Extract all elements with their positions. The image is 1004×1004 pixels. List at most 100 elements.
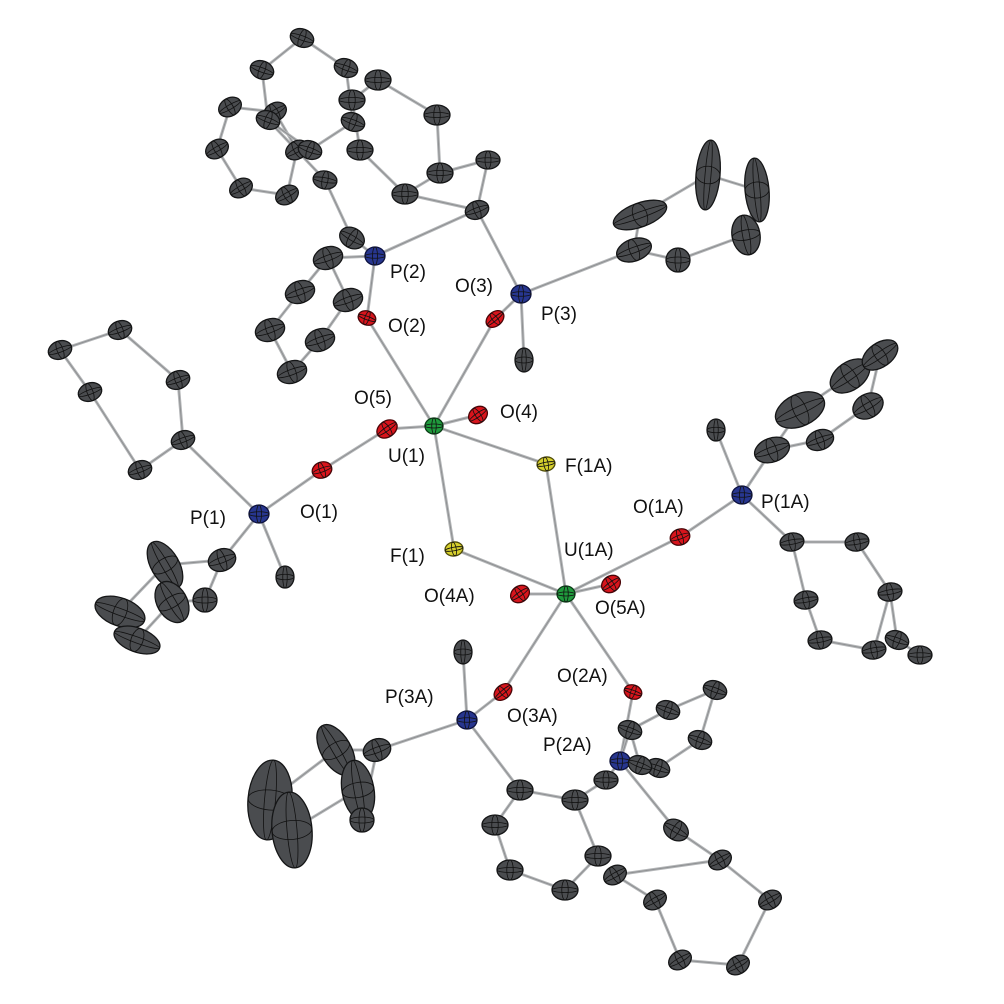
label-o2: O(2) bbox=[388, 316, 426, 337]
bond-O1-P1 bbox=[258, 469, 323, 515]
carbon-atom-ri3 bbox=[687, 729, 713, 751]
carbon-atom-re1 bbox=[77, 381, 103, 403]
label-o4a: O(4A) bbox=[424, 586, 475, 607]
carbon-atom-c13 bbox=[453, 639, 473, 665]
carbon-atom-rd3 bbox=[276, 359, 308, 385]
label-p2a: P(2A) bbox=[543, 735, 592, 756]
bond-U1A-F1A bbox=[545, 463, 567, 595]
carbon-atom-rc0 bbox=[364, 69, 392, 91]
carbon-atom-ra1 bbox=[205, 138, 229, 160]
label-o1: O(1) bbox=[300, 502, 338, 523]
bond-O2-P2 bbox=[366, 255, 376, 319]
bond-U1-O2 bbox=[366, 317, 435, 427]
bond-P1A-rf0 bbox=[741, 494, 793, 543]
carbon-atom-rg5 bbox=[481, 814, 509, 836]
carbon-atom-tr4 bbox=[852, 392, 884, 420]
fluorine-atom-F1 bbox=[444, 541, 464, 557]
oxygen-atom-O4A bbox=[509, 584, 531, 604]
carbon-atom-c12 bbox=[907, 645, 933, 665]
carbon-atom-ra2 bbox=[229, 177, 253, 199]
carbon-atom-rb0 bbox=[289, 27, 315, 49]
carbon-atom-rb2 bbox=[340, 111, 366, 133]
label-o4: O(4) bbox=[500, 402, 538, 423]
carbon-atom-c9 bbox=[706, 418, 726, 442]
bond-rh5-rh0 bbox=[614, 859, 721, 876]
carbon-atom-rh3 bbox=[726, 954, 750, 976]
carbon-atom-rg3 bbox=[551, 879, 579, 901]
oxygen-atom-O1 bbox=[311, 461, 333, 479]
carbon-atom-rh0 bbox=[603, 864, 627, 886]
oxygen-atom-O1A bbox=[669, 528, 691, 546]
phosphorus-atom-P3A bbox=[456, 710, 478, 730]
carbon-atom-rd0 bbox=[312, 245, 344, 271]
label-p3a: P(3A) bbox=[385, 687, 434, 708]
oxygen-atom-O2 bbox=[357, 310, 377, 326]
carbon-atom-tr3 bbox=[861, 339, 899, 371]
carbon-atom-td3 bbox=[744, 157, 770, 223]
carbon-atom-rf1 bbox=[844, 532, 870, 552]
carbon-atom-re5 bbox=[107, 319, 133, 341]
carbon-atom-rf0 bbox=[779, 532, 805, 552]
bond-U1A-O3A bbox=[502, 593, 567, 693]
carbon-atom-ri2 bbox=[702, 679, 728, 701]
label-p2: P(2) bbox=[390, 262, 426, 283]
carbon-atom-ri1 bbox=[655, 699, 681, 721]
phosphorus-atom-P2 bbox=[364, 246, 386, 266]
carbon-atom-td4 bbox=[731, 214, 761, 256]
carbon-atom-c8 bbox=[207, 547, 237, 573]
oxygen-atom-O5A bbox=[600, 574, 622, 594]
carbon-atom-re4 bbox=[165, 369, 191, 391]
carbon-atom-re2 bbox=[127, 459, 153, 481]
carbon-atom-rd1 bbox=[332, 287, 364, 313]
label-p1a: P(1A) bbox=[761, 492, 810, 513]
atom-layer bbox=[47, 27, 933, 976]
bond-P3A-c14 bbox=[376, 719, 468, 751]
bond-re1-re2 bbox=[89, 391, 141, 471]
carbon-atom-rb5 bbox=[249, 59, 275, 81]
carbon-atom-rc2 bbox=[426, 162, 454, 184]
label-o1a: O(1A) bbox=[633, 497, 684, 518]
bond-O1A-P1A bbox=[679, 494, 743, 538]
bond-rh1-rh2 bbox=[654, 899, 681, 961]
label-o5: O(5) bbox=[354, 388, 392, 409]
carbon-atom-rh1 bbox=[643, 889, 667, 911]
bond-c3-P2 bbox=[374, 209, 478, 257]
carbon-atom-rd5 bbox=[284, 279, 316, 305]
label-u1: U(1) bbox=[388, 446, 425, 467]
carbon-atom-tb1 bbox=[316, 723, 356, 777]
bond-P1-c7 bbox=[258, 513, 286, 578]
carbon-atom-rc4 bbox=[346, 139, 374, 161]
carbon-atom-c6 bbox=[616, 237, 652, 263]
label-o2a: O(2A) bbox=[557, 666, 608, 687]
bond-P3A-rg0 bbox=[466, 719, 521, 791]
carbon-atom-rg0 bbox=[506, 779, 534, 801]
phosphorus-atom-P3 bbox=[510, 284, 532, 304]
oxygen-atom-O5 bbox=[376, 419, 398, 439]
bond-re3-P1 bbox=[182, 439, 260, 515]
carbon-atom-c11 bbox=[884, 629, 910, 651]
carbon-atom-tr1 bbox=[774, 391, 826, 429]
carbon-atom-rb3 bbox=[297, 139, 323, 161]
phosphorus-atom-P1A bbox=[731, 485, 753, 505]
carbon-atom-rb4 bbox=[255, 109, 281, 131]
carbon-atom-td2 bbox=[695, 139, 721, 211]
carbon-atom-c5 bbox=[514, 347, 534, 373]
carbon-atom-tb3 bbox=[271, 791, 313, 869]
label-p3: P(3) bbox=[541, 304, 577, 325]
bond-U1-F1 bbox=[433, 425, 455, 550]
carbon-atom-ra0 bbox=[218, 96, 242, 118]
carbon-atom-rc1 bbox=[423, 104, 451, 126]
carbon-atom-rh2 bbox=[668, 949, 692, 971]
carbon-atom-rf4 bbox=[807, 630, 833, 650]
bond-re3-re4 bbox=[177, 379, 184, 441]
carbon-atom-ri5 bbox=[627, 754, 653, 776]
carbon-atom-c2 bbox=[339, 226, 365, 250]
phosphorus-atom-P2A bbox=[609, 751, 631, 771]
bond-rf5-rf0 bbox=[791, 541, 807, 601]
label-u1a: U(1A) bbox=[564, 540, 614, 561]
carbon-atom-rd2 bbox=[304, 327, 336, 353]
uranium-atom-U1 bbox=[424, 417, 444, 435]
carbon-atom-tl3 bbox=[113, 625, 161, 655]
carbon-atom-rg1 bbox=[561, 789, 589, 811]
